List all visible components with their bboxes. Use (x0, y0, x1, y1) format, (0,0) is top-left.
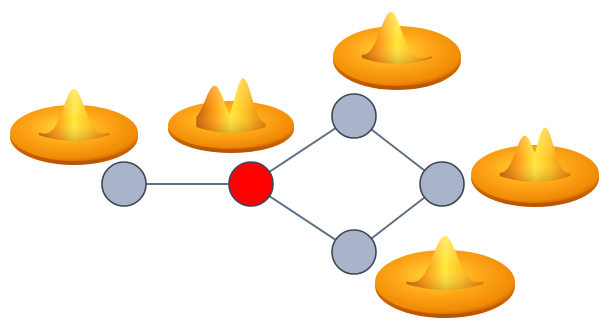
distribution-surface-right-node (471, 127, 599, 207)
node-center-highlighted (228, 161, 274, 207)
surface-peak-shade (361, 11, 433, 65)
node-top (331, 93, 377, 139)
distribution-surface-center-node (168, 78, 294, 153)
distribution-surface-bottom-node (375, 236, 515, 318)
distribution-surface-left-node (10, 89, 138, 165)
node-bottom (331, 229, 377, 275)
distribution-surface-top-node (333, 11, 461, 90)
node-left (101, 161, 147, 207)
surface-peak-shade (499, 127, 571, 182)
surface-peak-shade (196, 78, 266, 133)
surface-peak-shade (38, 89, 110, 141)
graph-nodes (101, 93, 465, 275)
distribution-surfaces (10, 11, 599, 318)
surface-peak-shade (406, 236, 484, 290)
node-right (419, 161, 465, 207)
